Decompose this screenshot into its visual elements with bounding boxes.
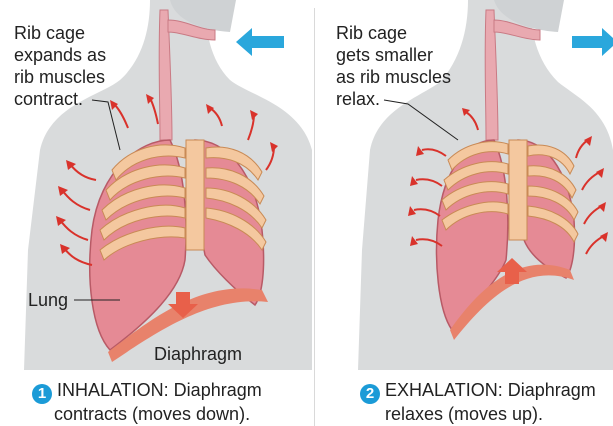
rib-label-line-2: expands as	[14, 45, 106, 65]
rib-label-line-4: contract.	[14, 89, 83, 109]
sternum	[509, 140, 527, 240]
rib-cage-label: Rib cage gets smaller as rib muscles rel…	[336, 22, 451, 110]
exhalation-panel: Rib cage gets smaller as rib muscles rel…	[318, 0, 613, 426]
caption-line-2: relaxes (moves up).	[360, 404, 596, 425]
rib-label-line-2: gets smaller	[336, 45, 433, 65]
rib-label-line-4: relax.	[336, 89, 380, 109]
sternum	[186, 140, 204, 250]
lung-label: Lung	[28, 289, 68, 311]
step-number-badge: 1	[32, 384, 52, 404]
diaphragm-label: Diaphragm	[154, 343, 242, 365]
caption-line-1: INHALATION: Diaphragm	[57, 380, 262, 400]
rib-label-line-1: Rib cage	[14, 23, 85, 43]
inhalation-panel: Rib cage expands as rib muscles contract…	[0, 0, 312, 426]
air-in-arrow	[236, 28, 284, 56]
rib-cage-label: Rib cage expands as rib muscles contract…	[14, 22, 106, 110]
caption-line-2: contracts (moves down).	[32, 404, 262, 425]
panel-divider	[314, 8, 315, 426]
rib-label-line-3: rib muscles	[14, 67, 105, 87]
step-number-badge: 2	[360, 384, 380, 404]
caption-line-1: EXHALATION: Diaphragm	[385, 380, 596, 400]
air-out-arrow	[572, 28, 613, 56]
rib-label-line-1: Rib cage	[336, 23, 407, 43]
rib-label-line-3: as rib muscles	[336, 67, 451, 87]
